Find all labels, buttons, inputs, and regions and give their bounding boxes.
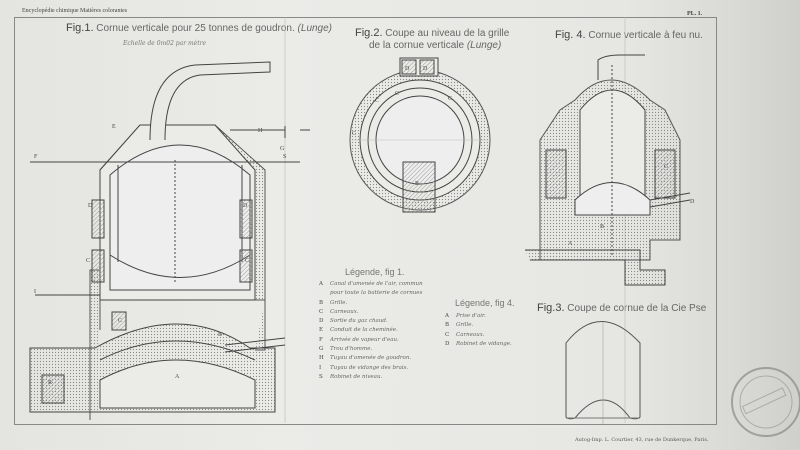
- fig2-title-line2: de la cornue verticale (Lunge): [369, 40, 501, 51]
- legend-key: A: [319, 281, 323, 287]
- legend-key: G: [319, 346, 324, 353]
- legend-key: B: [445, 322, 450, 329]
- legend-item: I Tuyau de vidange des brais.: [319, 364, 423, 373]
- legend-item: C Carneaux.: [445, 331, 512, 340]
- fig4-title: Fig. 4. Cornue verticale à feu nu.: [555, 29, 703, 41]
- fig2-title-line1: Fig.2. Coupe au niveau de la grille: [355, 27, 509, 39]
- legend-key: D: [445, 340, 450, 347]
- fig3-num: Fig.3.: [537, 302, 565, 314]
- fig3-title: Fig.3. Coupe de cornue de la Cie Pse: [537, 302, 706, 314]
- fig2-grate-section-drawing: [349, 57, 491, 213]
- fig1-retort-drawing: [29, 61, 310, 420]
- legend-item: G Trou d'homme.: [319, 345, 423, 354]
- fig1-part-label: G: [280, 146, 285, 152]
- fig1-scale: Echelle de 0m02 par mètre: [123, 40, 207, 47]
- fig2-part-label: D: [423, 66, 428, 72]
- legend-item: H Tuyau d'amenée de goudron.: [319, 354, 423, 363]
- legend-text: Carneaux.: [330, 308, 359, 315]
- fig4-part-label: D: [690, 199, 695, 205]
- legend-text: Trou d'homme.: [330, 346, 373, 353]
- fig1-part-label: B: [218, 332, 222, 338]
- fig1-part-label: C: [86, 258, 90, 264]
- fig4-num: Fig. 4.: [555, 29, 586, 41]
- legend-key: H: [319, 355, 324, 362]
- header-left: Encyclopédie chimique Matières colorante…: [22, 8, 128, 14]
- legend-item: D Robinet de vidange.: [445, 340, 512, 349]
- fig1-part-label: I: [34, 289, 36, 295]
- fig1-num: Fig.1.: [66, 22, 94, 34]
- legend1-heading: Légende, fig 1.: [345, 267, 405, 277]
- legend-item: F Arrivée de vapeur d'eau.: [319, 336, 423, 345]
- fig4-direct-fire-retort-drawing: [525, 54, 691, 286]
- fig1-part-label: C: [245, 258, 249, 264]
- legend-key: I: [319, 364, 322, 371]
- library-stamp: [731, 367, 800, 437]
- fig1-part-label: A: [175, 374, 180, 380]
- fig2-num: Fig.2.: [355, 27, 383, 39]
- legend-item: pour toute la batterie de cornues: [319, 289, 423, 298]
- legend-item: B Grille.: [319, 299, 423, 308]
- legend-key: D: [319, 318, 324, 325]
- legend-item: A Prise d'air.: [445, 312, 512, 321]
- fig1-part-label: C: [118, 318, 122, 324]
- fig3-title-text: Coupe de cornue de la Cie Pse: [567, 303, 707, 314]
- fig1-part-label: S: [283, 154, 286, 160]
- legend-text: Conduit de la cheminée.: [330, 327, 398, 334]
- plate-number: PL. 1.: [687, 11, 703, 17]
- legend-item: S Robinet de niveau.: [319, 373, 423, 382]
- fig1-part-label: E: [112, 124, 116, 130]
- legend-item: B Grille.: [445, 321, 512, 330]
- fig2-part-label: C: [375, 98, 379, 104]
- legend1-list: A Canal d'amenée de l'air, commun pour tou…: [319, 280, 423, 382]
- legend-text: Grille.: [456, 322, 474, 329]
- legend-item: D Sortie du gaz chaud.: [319, 317, 423, 326]
- legend-key: C: [445, 331, 450, 338]
- fig1-part-label: F: [34, 154, 38, 160]
- legend-key: B: [319, 299, 324, 306]
- fig1-title: Fig.1. Cornue verticale pour 25 tonnes d…: [66, 22, 332, 34]
- legend-text: Robinet de niveau.: [330, 373, 383, 380]
- fig2-part-label: C: [395, 91, 399, 97]
- fig1-part-label: R: [48, 380, 52, 386]
- fig4-part-label: B: [600, 224, 604, 230]
- legend-text: pour toute la batterie de cornues: [330, 290, 423, 297]
- legend-text: Tuyau d'amenée de goudron.: [330, 355, 412, 362]
- fig2-author: (Lunge): [466, 40, 502, 51]
- fig1-author: (Lunge): [297, 23, 333, 34]
- legend-text: Prise d'air.: [456, 313, 486, 319]
- legend-key: A: [445, 313, 449, 319]
- fig4-part-label: C: [664, 164, 668, 170]
- fig2-part-label: D: [405, 66, 410, 72]
- legend-key: F: [319, 336, 323, 343]
- legend-key: S: [319, 373, 323, 380]
- legend-item: C Carneaux.: [319, 308, 423, 317]
- legend-text: Robinet de vidange.: [456, 340, 512, 347]
- fig2-title-line1-text: Coupe au niveau de la grille: [385, 28, 510, 39]
- fig1-part-label: D: [88, 203, 93, 209]
- plate-frame: [14, 17, 717, 425]
- fig2-part-label: B: [415, 181, 419, 187]
- legend-text: Sortie du gaz chaud.: [330, 318, 388, 325]
- fig2-part-label: C: [448, 96, 452, 102]
- fig1-part-label: H: [258, 128, 263, 134]
- legend-text: Grille.: [330, 299, 348, 306]
- printer-credit: Autog-Imp. L. Courtier, 43, rue de Dunke…: [575, 437, 709, 443]
- legend-text: Arrivée de vapeur d'eau.: [330, 336, 399, 343]
- fig2-title-line2-text: de la cornue verticale: [369, 40, 465, 51]
- legend-text: Tuyau de vidange des brais.: [330, 364, 409, 371]
- fig4-part-label: A: [568, 241, 573, 247]
- legend-key: E: [319, 327, 324, 334]
- legend4-list: A Prise d'air. B Grille. C Carneaux. D Robinet …: [445, 312, 512, 349]
- fig1-title-text: Cornue verticale pour 25 tonnes de goudr…: [96, 23, 295, 34]
- legend4-heading: Légende, fig 4.: [455, 298, 515, 308]
- fig4-title-text: Cornue verticale à feu nu.: [588, 30, 703, 41]
- legend-text: Canal d'amenée de l'air, commun: [330, 281, 423, 287]
- fig3-retort-profile-drawing: [565, 321, 641, 425]
- legend-item: A Canal d'amenée de l'air, commun: [319, 280, 423, 289]
- legend-key: C: [319, 308, 324, 315]
- fig2-part-label: C: [352, 131, 356, 137]
- legend-text: Carneaux.: [456, 331, 485, 338]
- legend-item: E Conduit de la cheminée.: [319, 326, 423, 335]
- fig1-part-label: D: [243, 203, 248, 209]
